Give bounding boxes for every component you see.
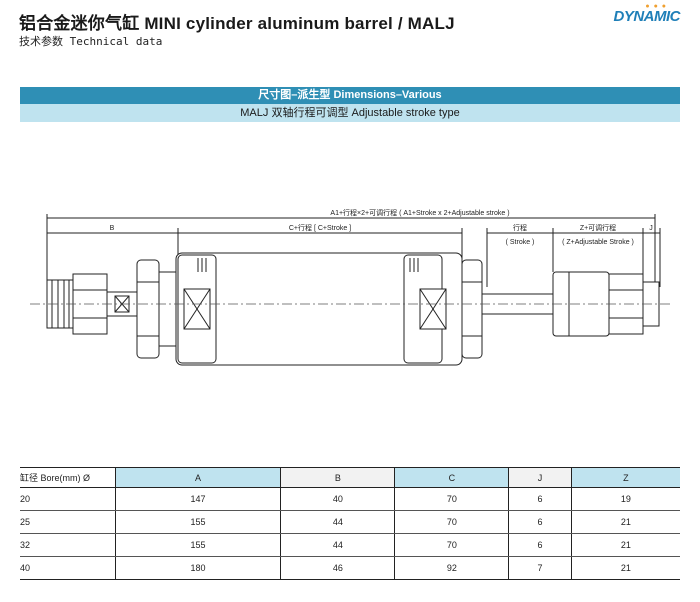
brand-logo: DYNAMIC xyxy=(613,8,681,25)
section-band-dimensions: 尺寸图–派生型 Dimensions–Various xyxy=(20,87,680,104)
dim-label-c: C+行程 [ C+Stroke ] xyxy=(289,223,351,232)
col-header-z: Z xyxy=(570,467,680,488)
col-header-b: B xyxy=(280,467,395,488)
table-cell: 40 xyxy=(20,556,115,580)
table-cell: 20 xyxy=(20,487,115,511)
col-header-bore: 缸径 Bore(mm) Ø xyxy=(20,467,115,488)
logo-dots-icon: ● ● ● xyxy=(645,3,667,10)
table-row: 32 155 44 70 6 21 xyxy=(20,533,680,557)
dim-label-stroke-en: ( Stroke ) xyxy=(506,239,535,246)
table-cell: 19 xyxy=(570,487,680,511)
table-cell: 46 xyxy=(280,556,395,580)
table-cell: 147 xyxy=(114,487,281,511)
dim-label-z-cn: Z+可调行程 xyxy=(580,223,616,232)
cylinder-dimension-drawing: A1+行程×2+可调行程 ( A1+Stroke x 2+Adjustable … xyxy=(30,208,672,366)
table-cell: 155 xyxy=(114,533,281,557)
table-cell: 21 xyxy=(570,556,680,580)
table-cell: 21 xyxy=(570,533,680,557)
table-cell: 44 xyxy=(280,533,395,557)
page-subtitle: 技术参数 Technical data xyxy=(19,35,163,48)
table-cell: 6 xyxy=(508,510,572,534)
table-row: 25 155 44 70 6 21 xyxy=(20,510,680,534)
table-cell: 21 xyxy=(570,510,680,534)
col-header-c: C xyxy=(394,467,509,488)
table-cell: 40 xyxy=(280,487,395,511)
table-cell: 6 xyxy=(508,533,572,557)
technical-data-table: 缸径 Bore(mm) Ø A B C J Z 20 147 40 70 6 1… xyxy=(20,467,680,580)
dim-label-z-en: ( Z+Adjustable Stroke ) xyxy=(562,239,634,246)
table-cell: 155 xyxy=(114,510,281,534)
dim-label-stroke-cn: 行程 xyxy=(513,223,527,232)
table-cell: 6 xyxy=(508,487,572,511)
table-cell: 70 xyxy=(394,487,509,511)
table-cell: 7 xyxy=(508,556,572,580)
table-row: 40 180 46 92 7 21 xyxy=(20,556,680,580)
table-cell: 92 xyxy=(394,556,509,580)
col-header-a: A xyxy=(114,467,281,488)
section-band-type: MALJ 双轴行程可调型 Adjustable stroke type xyxy=(20,104,680,122)
col-header-j: J xyxy=(508,467,572,488)
table-cell: 44 xyxy=(280,510,395,534)
left-cover-nut xyxy=(136,259,160,359)
table-cell: 70 xyxy=(394,533,509,557)
table-row: 20 147 40 70 6 19 xyxy=(20,487,680,511)
table-cell: 32 xyxy=(20,533,115,557)
right-cover-nut xyxy=(461,259,483,359)
page-title: 铝合金迷你气缸 MINI cylinder aluminum barrel / … xyxy=(19,14,455,33)
table-cell: 25 xyxy=(20,510,115,534)
dim-label-total: A1+行程×2+可调行程 ( A1+Stroke x 2+Adjustable … xyxy=(330,208,509,217)
table-header-row: 缸径 Bore(mm) Ø A B C J Z xyxy=(20,467,680,488)
dim-label-b: B xyxy=(110,225,115,232)
table-cell: 70 xyxy=(394,510,509,534)
dim-label-j: J xyxy=(649,225,653,232)
table-cell: 180 xyxy=(114,556,281,580)
